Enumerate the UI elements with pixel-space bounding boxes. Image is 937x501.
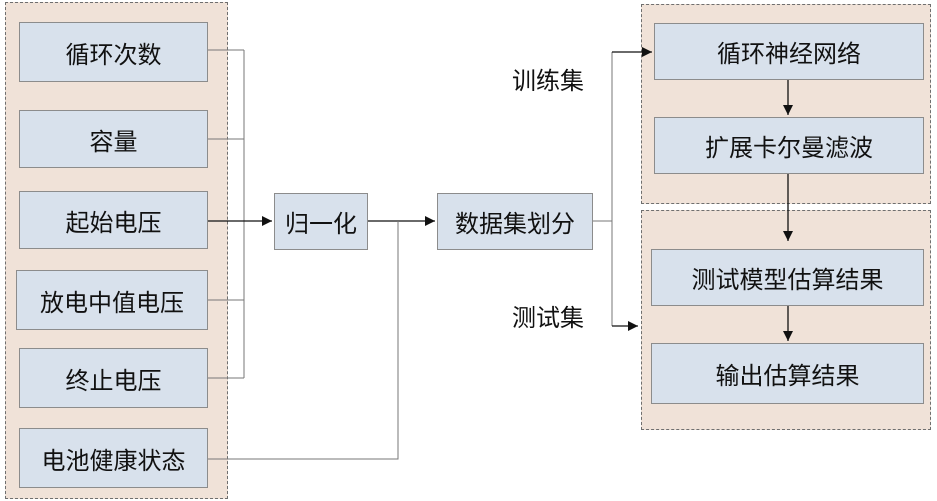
capacity-box: 容量 bbox=[19, 110, 208, 168]
soh-box: 电池健康状态 bbox=[19, 428, 208, 488]
ekf-box: 扩展卡尔曼滤波 bbox=[654, 117, 924, 174]
mid-voltage-box: 放电中值电压 bbox=[16, 270, 208, 330]
cycles-box: 循环次数 bbox=[19, 22, 208, 82]
split-box: 数据集划分 bbox=[437, 193, 593, 250]
start-voltage-box: 起始电压 bbox=[19, 191, 208, 249]
test-set-label: 测试集 bbox=[512, 304, 584, 332]
normalize-box: 归一化 bbox=[274, 193, 368, 250]
end-voltage-box: 终止电压 bbox=[19, 348, 208, 408]
estimate-box: 测试模型估算结果 bbox=[651, 249, 924, 306]
connector-soh bbox=[208, 221, 399, 460]
input-features-panel bbox=[5, 2, 228, 499]
output-box: 输出估算结果 bbox=[651, 343, 924, 404]
rnn-box: 循环神经网络 bbox=[654, 23, 924, 80]
train-set-label: 训练集 bbox=[512, 67, 584, 95]
